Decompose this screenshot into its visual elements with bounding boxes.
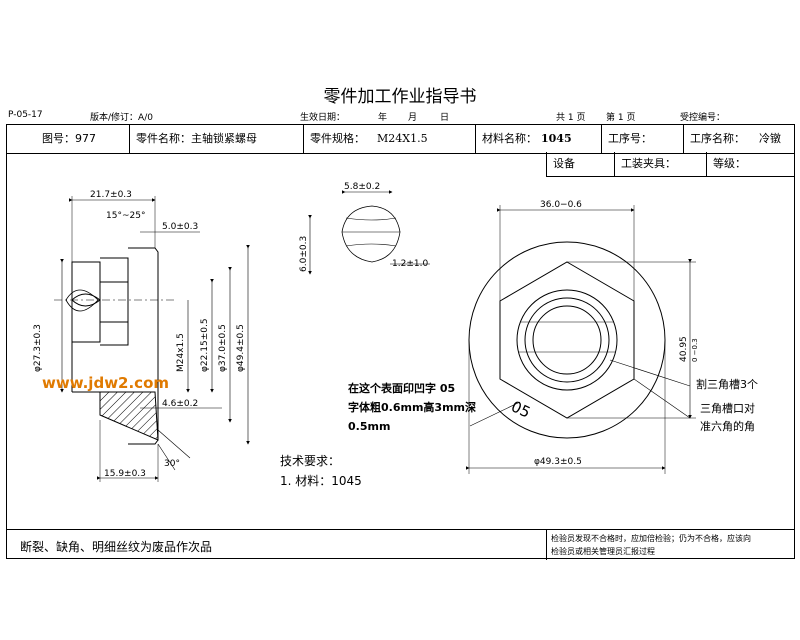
dim-d22-15: φ22.15±0.5 [200,318,210,372]
day-label: 日 [440,113,450,123]
page-number: 第 1 页 [606,113,636,123]
dim-length: 21.7±0.3 [90,190,132,200]
side-section-view [54,196,250,482]
part-name: 主轴锁紧螺母 [191,132,257,145]
year-label: 年 [378,113,388,123]
process-no-label: 工序号： [602,125,684,153]
material-value: 1045 [541,132,572,145]
dim-chamfer-angle: 15°~25° [106,211,145,221]
stamp-mark: 05 [508,397,533,421]
spec-cell: 零件规格： M24X1.5 [304,125,476,153]
drawing-number: 图号：977 [36,125,130,153]
doc-code: P-05-17 [8,110,43,120]
dim-thread: M24x1.5 [176,333,186,372]
tech-item-1: 1. 材料：1045 [280,474,362,488]
note-stamp-line3: 0.5mm [348,420,390,433]
groove-detail-view [308,190,430,275]
dim-36-0: 36.0−0.6 [540,200,582,210]
equipment-label: 设备 [546,152,614,176]
dim-6-0: 6.0±0.3 [299,236,309,272]
dim-5-8: 5.8±0.2 [344,182,380,192]
dim-4-6: 4.6±0.2 [162,399,198,409]
grade-label: 等级： [706,152,795,176]
total-pages: 共 1 页 [556,113,586,123]
note-align-line1: 三角槽口对 [700,401,755,415]
document-title: 零件加工作业指导书 [323,87,477,107]
control-number-label: 受控编号： [680,113,726,123]
material-cell: 材料名称： 1045 [476,125,602,153]
effective-date-label: 生效日期： [300,113,346,123]
process-name: 冷镦 [759,132,781,145]
dim-30-deg: 30° [164,459,180,469]
top-view [466,205,696,474]
process-name-label: 工序名称： [690,132,745,145]
part-name-cell: 零件名称：主轴锁紧螺母 [130,125,304,153]
defects-note: 断裂、缺角、明细丝纹为废品作次品 [20,540,213,554]
dim-40-95-tolerance: 0 −0.3 [691,338,699,362]
spec-value: M24X1.5 [377,132,428,145]
note-stamp-line2: 字体粗0.6mm高3mm深 [348,400,476,414]
info-row-2: 设备 工装夹具： 等级： [546,152,795,177]
dim-1-2: 1.2±1.0 [392,259,428,269]
watermark: www.jdw2.com [42,374,169,392]
note-groove: 割三角槽3个 [696,377,758,391]
dim-flange: 5.0±0.3 [162,222,198,232]
footer: 断裂、缺角、明细丝纹为废品作次品 检验员发现不合格时，应加倍检验；仍为不合格，应… [6,529,795,560]
info-row: 图号：977 零件名称：主轴锁紧螺母 零件规格： M24X1.5 材料名称： 104… [6,124,795,154]
dim-d49-3: φ49.3±0.5 [534,457,582,467]
process-name-cell: 工序名称： 冷镦 [684,125,795,153]
note-align-line2: 准六角的角 [700,419,755,433]
material-label: 材料名称： [482,132,537,145]
inspection-note-line2: 检验员或相关管理员汇报过程 [551,547,655,556]
part-name-label: 零件名称： [136,132,191,145]
dim-d27-3: φ27.3±0.3 [33,324,43,372]
tech-heading: 技术要求： [280,454,341,468]
fixture-label: 工装夹具： [614,152,706,176]
dim-40-95: 40.95 [679,336,689,362]
month-label: 月 [408,113,418,123]
document-frame [6,124,795,559]
spec-label: 零件规格： [310,132,365,145]
version-label: 版本/修订：A/0 [90,113,153,123]
dim-d37-0: φ37.0±0.5 [218,324,228,372]
dim-d49-4: φ49.4±0.5 [236,324,246,372]
inspection-note-line1: 检验员发现不合格时，应加倍检验；仍为不合格，应该向 [551,534,751,543]
dim-15-9: 15.9±0.3 [104,469,146,479]
note-stamp-line1: 在这个表面印凹字 05 [348,381,455,395]
